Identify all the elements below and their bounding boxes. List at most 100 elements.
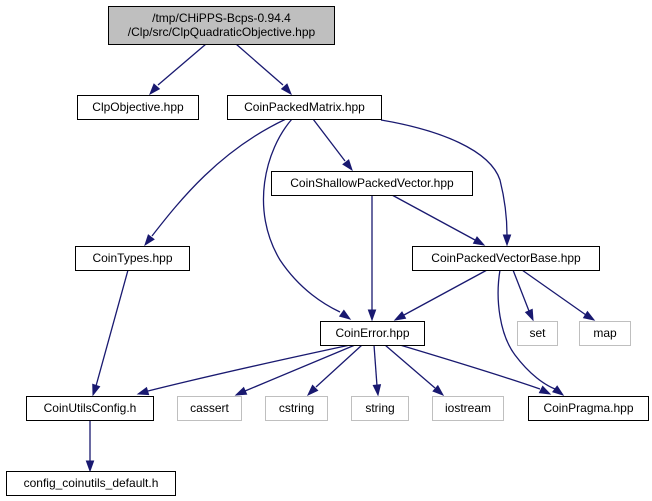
edge-cointypes-to-coinutilsconfig bbox=[92, 269, 129, 397]
node-box bbox=[75, 246, 190, 271]
node-label: cassert bbox=[190, 401, 229, 415]
arrowhead bbox=[524, 308, 534, 322]
edge-coinshallowpackedvector-to-coinpackedvectorbase bbox=[391, 194, 486, 246]
node-cstring: cstring bbox=[265, 396, 328, 421]
arrowhead bbox=[367, 309, 377, 322]
node-label: config_coinutils_default.h bbox=[24, 476, 159, 490]
arrowhead bbox=[472, 236, 486, 246]
edge-line bbox=[391, 194, 476, 241]
arrowhead bbox=[92, 383, 101, 397]
node-box bbox=[271, 171, 473, 196]
edge-coinpackedmatrix-to-coinshallowpackedvector bbox=[312, 118, 353, 172]
node-coinpragma[interactable]: CoinPragma.hpp bbox=[528, 396, 649, 421]
node-label: iostream bbox=[445, 401, 491, 415]
node-box bbox=[77, 95, 199, 120]
arrowhead bbox=[149, 83, 161, 96]
node-label: CoinPackedMatrix.hpp bbox=[244, 100, 365, 114]
edge-line bbox=[262, 118, 341, 313]
arrowhead bbox=[372, 384, 382, 397]
edge-line bbox=[157, 43, 207, 86]
node-label: string bbox=[365, 401, 394, 415]
node-label: /tmp/CHiPPS-Bcps-0.94.4 bbox=[152, 11, 291, 25]
arrowhead bbox=[432, 384, 445, 396]
node-coinerror[interactable]: CoinError.hpp bbox=[320, 321, 425, 346]
node-box bbox=[26, 396, 154, 421]
edge-line bbox=[95, 269, 129, 387]
node-root[interactable]: /tmp/CHiPPS-Bcps-0.94.4/Clp/src/ClpQuadr… bbox=[108, 6, 335, 45]
arrowhead bbox=[280, 83, 292, 96]
arrowhead bbox=[144, 234, 155, 247]
node-label: /Clp/src/ClpQuadraticObjective.hpp bbox=[128, 25, 316, 39]
node-label: CoinUtilsConfig.h bbox=[44, 401, 137, 415]
node-box bbox=[579, 321, 631, 346]
arrowhead bbox=[393, 311, 407, 321]
node-string: string bbox=[351, 396, 409, 421]
edge-coinpackedmatrix-to-coinpackedvectorbase bbox=[380, 119, 512, 247]
edge-root-to-coinpackedmatrix bbox=[235, 43, 292, 96]
edge-line bbox=[373, 344, 378, 387]
node-iostream: iostream bbox=[432, 396, 504, 421]
node-box bbox=[265, 396, 328, 421]
edge-coinshallowpackedvector-to-coinerror bbox=[367, 195, 377, 322]
node-coinpackedmatrix[interactable]: CoinPackedMatrix.hpp bbox=[227, 95, 382, 120]
node-label: CoinError.hpp bbox=[335, 326, 409, 340]
edge-line bbox=[315, 344, 363, 388]
node-box bbox=[432, 396, 504, 421]
edge-line bbox=[399, 344, 541, 390]
edge-line bbox=[497, 269, 556, 390]
node-box bbox=[528, 396, 649, 421]
node-label: CoinPragma.hpp bbox=[543, 401, 633, 415]
node-clpobjective[interactable]: ClpObjective.hpp bbox=[77, 95, 199, 120]
node-coinshallowpackedvector[interactable]: CoinShallowPackedVector.hpp bbox=[271, 171, 473, 196]
node-label: ClpObjective.hpp bbox=[92, 100, 184, 114]
node-box bbox=[320, 321, 425, 346]
node-box bbox=[412, 246, 600, 271]
edge-coinerror-to-coinpragma bbox=[399, 344, 552, 395]
edge-line bbox=[147, 344, 351, 392]
arrowhead bbox=[85, 460, 95, 473]
node-box bbox=[227, 95, 382, 120]
arrowhead bbox=[234, 386, 248, 396]
edge-coinerror-to-coinutilsconfig bbox=[136, 344, 351, 396]
edge-coinpackedmatrix-to-cointypes bbox=[144, 118, 287, 247]
node-box bbox=[517, 321, 558, 346]
edge-line bbox=[380, 119, 508, 236]
edge-root-to-clpobjective bbox=[149, 43, 207, 96]
edge-line bbox=[244, 344, 356, 392]
arrowhead bbox=[136, 386, 150, 396]
edge-line bbox=[312, 118, 346, 162]
edge-coinpackedvectorbase-to-set bbox=[512, 269, 534, 322]
nodes-layer: /tmp/CHiPPS-Bcps-0.94.4/Clp/src/ClpQuadr… bbox=[6, 6, 649, 496]
node-box bbox=[177, 396, 242, 421]
edge-line bbox=[512, 269, 530, 312]
node-cassert: cassert bbox=[177, 396, 242, 421]
arrowhead bbox=[582, 310, 596, 321]
arrowhead bbox=[342, 159, 353, 172]
node-box bbox=[351, 396, 409, 421]
node-configdefault[interactable]: config_coinutils_default.h bbox=[6, 471, 176, 496]
edge-line bbox=[151, 118, 287, 237]
node-set: set bbox=[517, 321, 558, 346]
node-label: map bbox=[593, 326, 617, 340]
edge-coinpackedvectorbase-to-map bbox=[521, 269, 596, 321]
arrowhead bbox=[552, 385, 565, 396]
node-cointypes[interactable]: CoinTypes.hpp bbox=[75, 246, 190, 271]
edge-line bbox=[403, 269, 488, 316]
node-label: cstring bbox=[279, 401, 314, 415]
node-coinpackedvectorbase[interactable]: CoinPackedVectorBase.hpp bbox=[412, 246, 600, 271]
node-label: set bbox=[529, 326, 546, 340]
node-coinutilsconfig[interactable]: CoinUtilsConfig.h bbox=[26, 396, 154, 421]
node-label: CoinShallowPackedVector.hpp bbox=[290, 176, 454, 190]
node-label: CoinPackedVectorBase.hpp bbox=[431, 251, 581, 265]
edge-coinpackedvectorbase-to-coinpragma bbox=[497, 269, 565, 396]
arrowhead bbox=[338, 309, 352, 320]
edge-line bbox=[235, 43, 284, 86]
edges-layer bbox=[85, 43, 596, 473]
node-label: CoinTypes.hpp bbox=[92, 251, 172, 265]
edge-coinerror-to-iostream bbox=[384, 344, 445, 396]
node-box bbox=[108, 6, 335, 45]
arrowhead bbox=[502, 234, 512, 247]
edge-coinerror-to-cassert bbox=[234, 344, 356, 396]
node-map: map bbox=[579, 321, 631, 346]
edge-coinerror-to-string bbox=[372, 344, 382, 397]
